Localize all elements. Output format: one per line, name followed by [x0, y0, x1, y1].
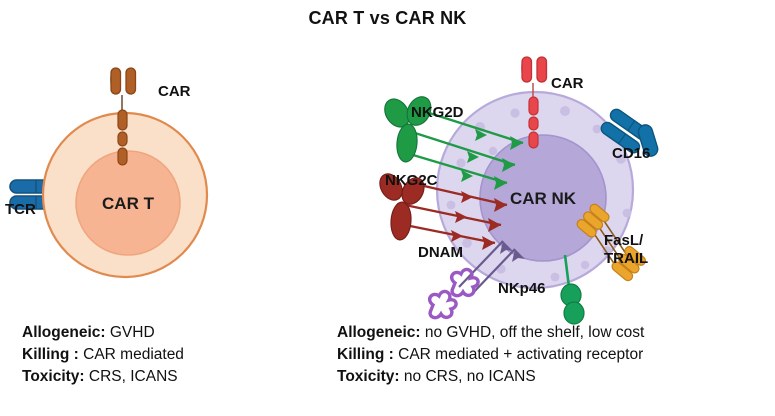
- car-nk-toxicity-key: Toxicity:: [337, 368, 400, 385]
- car-t-car-label: CAR: [158, 83, 191, 100]
- nkg2d-label: NKG2D: [411, 104, 464, 121]
- car-nk-cell-graphic: CAR NK: [379, 56, 659, 325]
- cd16-receptor-icon: [600, 108, 659, 157]
- car-t-toxicity-value: CRS, ICANS: [84, 368, 178, 385]
- nkp46-label: NKp46: [498, 280, 546, 297]
- figure-title: CAR T vs CAR NK: [308, 8, 467, 28]
- car-nk-summary-block: Allogeneic: no GVHD, off the shelf, low …: [337, 322, 644, 388]
- car-t-killing-value: CAR mediated: [78, 346, 184, 363]
- car-nk-allogeneic-value: no GVHD, off the shelf, low cost: [420, 324, 645, 341]
- dnam-receptor-icon: [428, 240, 525, 320]
- fasl-trail-label-line1: FasL/: [604, 232, 644, 249]
- car-t-cell-graphic: CAR T: [9, 67, 209, 279]
- nkg2d-receptor-icon: [384, 96, 524, 190]
- car-t-summary-row: Killing : CAR mediated: [22, 344, 184, 366]
- car-nk-killing-key: Killing :: [337, 346, 394, 363]
- dnam-label: DNAM: [418, 244, 463, 261]
- fasl-trail-label-line2: TRAIL: [604, 250, 649, 267]
- car-t-summary-row: Allogeneic: GVHD: [22, 322, 184, 344]
- car-nk-summary-row: Allogeneic: no GVHD, off the shelf, low …: [337, 322, 644, 344]
- car-t-summary-block: Allogeneic: GVHD Killing : CAR mediated …: [22, 322, 184, 388]
- car-t-toxicity-key: Toxicity:: [22, 368, 85, 385]
- car-nk-allogeneic-key: Allogeneic:: [337, 324, 421, 341]
- car-receptor-icon: [109, 67, 137, 166]
- nkg2c-label: NKG2C: [385, 172, 438, 189]
- nkg2c-receptor-icon: [379, 173, 508, 250]
- car-nk-summary-row: Killing : CAR mediated + activating rece…: [337, 344, 644, 366]
- car-nk-toxicity-value: no CRS, no ICANS: [399, 368, 536, 385]
- car-t-nucleus-label: CAR T: [102, 194, 155, 213]
- car-nk-car-label: CAR: [551, 75, 584, 92]
- car-t-nucleus: [75, 150, 181, 256]
- car-nk-summary-row: Toxicity: no CRS, no ICANS: [337, 366, 644, 388]
- car-t-summary-row: Toxicity: CRS, ICANS: [22, 366, 184, 388]
- car-nk-car-receptor-icon: [520, 56, 548, 149]
- nkp46-receptor-icon: [560, 254, 585, 325]
- fasl-trail-receptor-icon: [576, 203, 647, 282]
- car-t-allogeneic-key: Allogeneic:: [22, 324, 106, 341]
- car-t-allogeneic-value: GVHD: [105, 324, 155, 341]
- cd16-label: CD16: [612, 145, 651, 162]
- car-nk-killing-value: CAR mediated + activating receptor: [393, 346, 644, 363]
- car-t-killing-key: Killing :: [22, 346, 79, 363]
- car-t-tcr-label: TCR: [5, 201, 36, 218]
- car-nk-nucleus-label: CAR NK: [510, 189, 577, 208]
